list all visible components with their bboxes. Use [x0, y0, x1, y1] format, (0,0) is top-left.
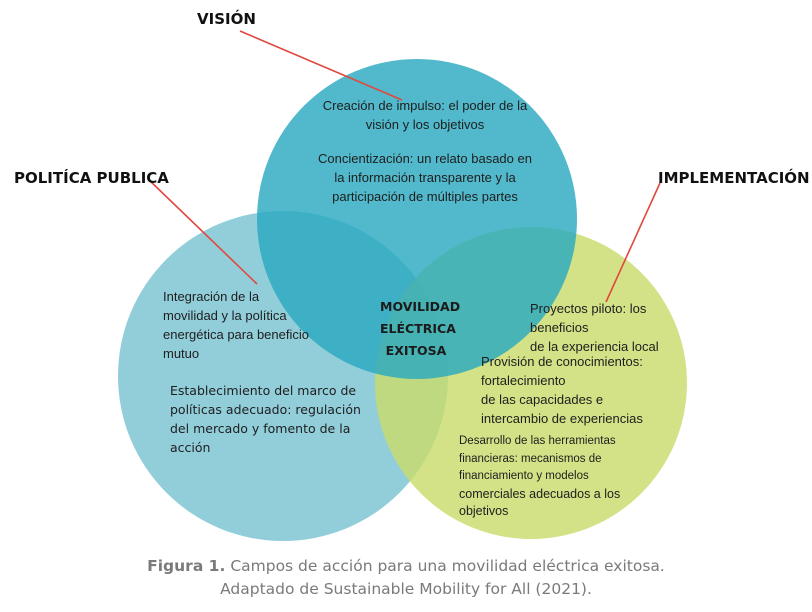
implementation-text-line: intercambio de experiencias — [481, 411, 643, 426]
policy-text-line: movilidad y la política — [163, 308, 287, 323]
implementation-text-line: de la experiencia local — [530, 339, 659, 354]
vision-text-line: Creación de impulso: el poder de la — [322, 98, 528, 113]
vision-text-line: Concientización: un relato basado en — [318, 151, 532, 166]
implementation-text-line: Proyectos piloto: los — [530, 301, 647, 316]
implementation-pointer-line — [605, 182, 661, 303]
figure-caption-line-1: Figura 1. Campos de acción para una movi… — [0, 557, 812, 575]
vision-text-impulse: Creación de impulso: el poder de la visi… — [320, 96, 530, 134]
figure-caption-title: Campos de acción para una movilidad eléc… — [230, 557, 665, 575]
policy-text-line: del mercado y fomento de la — [170, 421, 351, 436]
implementation-text-line: financiamiento y modelos — [459, 470, 589, 482]
center-label-line: EXITOSA — [385, 343, 447, 358]
implementation-text-line: Desarrollo de las herramientas — [459, 435, 616, 447]
policy-text-line: Establecimiento del marco de — [170, 383, 357, 398]
policy-text-line: energética para beneficio — [163, 327, 309, 342]
policy-text-line: políticas adecuado: regulación — [170, 402, 361, 417]
policy-text-line: acción — [170, 440, 211, 455]
vision-text-line: participación de múltiples partes — [332, 189, 518, 204]
figure-caption-label: Figura 1. — [147, 557, 226, 575]
vision-text-line: visión y los objetivos — [365, 117, 485, 132]
implementation-text-pilots: Proyectos piloto: los beneficios de la e… — [530, 299, 659, 356]
implementation-text-knowledge: Provisión de conocimientos: fortalecimie… — [481, 352, 643, 428]
implementation-text-line: comerciales adecuados a los — [459, 486, 621, 501]
implementation-text-line: beneficios — [530, 320, 589, 335]
policy-text-line: mutuo — [163, 346, 200, 361]
figure-caption-line-2: Adaptado de Sustainable Mobility for All… — [220, 580, 592, 598]
implementation-text-line: Provisión de conocimientos: — [481, 354, 643, 369]
vision-text-line: la información transparente y la — [334, 170, 516, 185]
center-label: MOVILIDAD ELÉCTRICA EXITOSA — [380, 296, 461, 362]
policy-pointer-line — [147, 178, 258, 285]
center-label-line: MOVILIDAD — [380, 299, 461, 314]
vision-circle — [257, 59, 577, 379]
vision-text-awareness: Concientización: un relato basado en la … — [316, 149, 534, 206]
vision-heading: VISIÓN — [197, 10, 256, 28]
policy-heading: POLITÍCA PUBLICA — [14, 169, 169, 187]
implementation-text-line: objetivos — [459, 504, 509, 518]
implementation-heading: IMPLEMENTACIÓN — [658, 169, 810, 187]
policy-text-line: Integración de la — [163, 289, 260, 304]
venn-diagram — [118, 30, 687, 541]
implementation-text-financial: Desarrollo de las herramientas financier… — [459, 433, 620, 521]
center-label-line: ELÉCTRICA — [380, 321, 456, 336]
implementation-text-line: de las capacidades e — [481, 392, 604, 407]
policy-text-framework: Establecimiento del marco de políticas a… — [170, 381, 361, 457]
implementation-text-line: financieras: mecanismos de — [459, 452, 602, 465]
vision-pointer-line — [239, 30, 403, 101]
policy-text-integration: Integración de la movilidad y la polític… — [163, 287, 309, 363]
implementation-text-line: fortalecimiento — [481, 373, 566, 388]
